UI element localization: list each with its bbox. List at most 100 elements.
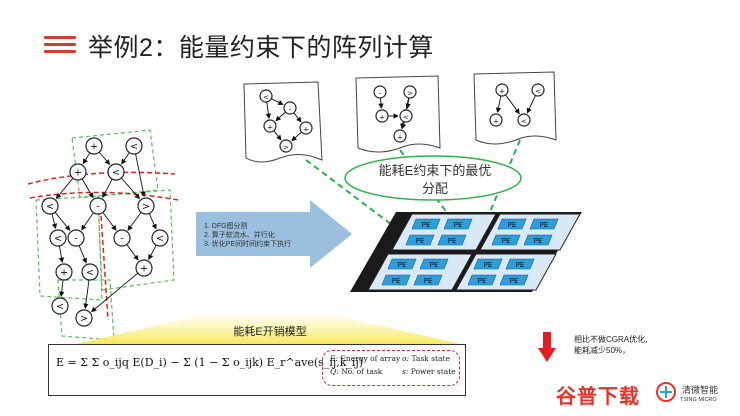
svg-text:<: < (403, 113, 409, 122)
legend-item-task-state: o: Task state (402, 354, 450, 363)
optimal-allocation-label: 能耗E约束下的最优 分配 (378, 163, 492, 196)
dfg-node: + (375, 109, 389, 123)
decrease-arrow-icon (538, 332, 556, 362)
svg-text:<: < (86, 268, 94, 279)
svg-text:PE: PE (392, 277, 401, 285)
svg-text:PE: PE (448, 237, 457, 245)
dfg-edge (90, 272, 139, 313)
dfg-edge (102, 212, 117, 231)
cut-line-3 (99, 199, 109, 321)
dfg-node: < (517, 113, 531, 127)
dfg-node: + (55, 263, 73, 281)
svg-text:PE: PE (502, 237, 511, 245)
dfg-edge (81, 178, 94, 199)
dfg-node: - (113, 229, 131, 247)
dfg-node: < (399, 109, 413, 123)
pe-cell: PE (467, 274, 497, 286)
step-1: 1. DFG图分割 (204, 223, 248, 230)
dfg-node: < (151, 229, 169, 247)
svg-text:+: + (74, 168, 82, 179)
svg-text:PE: PE (540, 221, 549, 229)
model-highlight (76, 314, 460, 344)
result-note: 相比不做CGRA优化, 能耗减少50%， (574, 335, 648, 355)
dfg-node: > (75, 309, 93, 327)
dfg-node: > (279, 139, 293, 153)
dfg-edge (121, 152, 130, 165)
graph-paper-3: + < + < (473, 71, 557, 145)
dfg-edge (148, 244, 157, 260)
dfg-edge (275, 111, 286, 122)
watermark: 谷普下载 (556, 386, 640, 408)
svg-text:>: > (407, 89, 413, 98)
dfg-edge (83, 279, 90, 309)
dfg-edge (98, 151, 111, 166)
svg-text:<: < (535, 87, 541, 96)
step-3: 3. 优化PE间时间约束下执行 (204, 241, 292, 248)
svg-text:>: > (142, 202, 150, 213)
dfg-edge (126, 244, 139, 261)
svg-text:<: < (263, 93, 269, 102)
dfg-edge (51, 213, 58, 230)
dfg-edge (55, 177, 74, 199)
svg-text:<: < (156, 234, 164, 245)
dfg-node: < (259, 89, 273, 103)
dfg-node: + (85, 137, 103, 155)
svg-text:PE: PE (534, 237, 543, 245)
pe-cell: PE (473, 258, 503, 270)
dfg-node: < (51, 297, 69, 315)
dfg-edge (102, 178, 113, 198)
svg-text:PE: PE (398, 261, 407, 269)
dfg-node: + (263, 119, 277, 133)
left-dfg-graph: +<+<<-><--<+<+<> (27, 129, 179, 341)
pe-cell: PE (523, 234, 553, 246)
pe-cell: PE (413, 274, 443, 286)
title-accent-icon (44, 36, 76, 56)
cut-line-1 (27, 171, 176, 185)
svg-text:-: - (379, 89, 382, 98)
dfg-node: + (495, 83, 509, 97)
formula-legend (322, 350, 460, 386)
dfg-node: < (125, 137, 143, 155)
svg-text:PE: PE (484, 261, 493, 269)
dfg-edge (58, 245, 65, 264)
svg-text:-: - (120, 234, 123, 245)
dfg-edge (135, 153, 146, 198)
dfg-edge (78, 245, 87, 264)
pe-cell: PE (381, 274, 411, 286)
svg-text:-: - (74, 234, 77, 245)
logo-subtitle: TSING MICRO (680, 397, 717, 403)
pe-cell: PE (497, 218, 527, 230)
dfg-edge (271, 98, 284, 105)
page-title: 举例2：能量约束下的阵列计算 (88, 34, 434, 62)
dfg-edge (120, 177, 140, 200)
dfg-edge (265, 101, 272, 119)
graph-paper-1: <-++> (243, 81, 323, 163)
dfg-node: + (69, 163, 87, 181)
svg-text:-: - (96, 202, 99, 213)
svg-text:+: + (303, 125, 309, 134)
svg-text:+: + (379, 113, 385, 122)
dfg-edge (81, 212, 94, 231)
dfg-node: - (89, 197, 107, 215)
dfg-node: + (135, 259, 153, 277)
svg-text:PE: PE (478, 277, 487, 285)
dfg-node: + (489, 113, 503, 127)
partition-region-left (35, 195, 103, 301)
process-arrow (196, 200, 352, 268)
dfg-node: + (393, 129, 407, 143)
svg-text:>: > (283, 143, 289, 152)
svg-text:<: < (54, 234, 62, 245)
svg-text:PE: PE (508, 221, 517, 229)
svg-text:PE: PE (424, 277, 433, 285)
svg-text:+: + (90, 142, 98, 153)
svg-text:+: + (397, 133, 403, 142)
pe-cell: PE (437, 234, 467, 246)
dfg-edge (54, 211, 71, 231)
dfg-edge (378, 97, 384, 109)
dfg-edge (148, 213, 157, 230)
pe-cell: PE (405, 234, 435, 246)
svg-text:+: + (267, 123, 273, 132)
dfg-node: > (403, 85, 417, 99)
dfg-edge (526, 95, 536, 114)
